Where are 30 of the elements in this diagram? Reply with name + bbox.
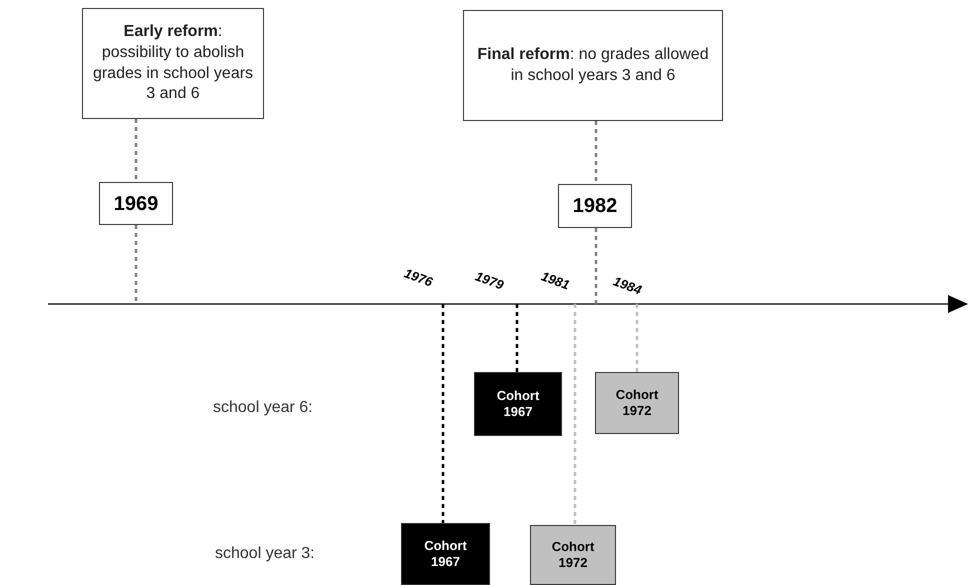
tick-year-label: 1984	[611, 274, 644, 298]
cohort-box	[530, 525, 616, 585]
cohort-label: Cohort 1972	[614, 387, 660, 419]
cohort-box	[401, 523, 490, 585]
tick-year-label: 1979	[473, 268, 506, 292]
dashed-connector	[442, 304, 444, 523]
dashed-connector	[134, 225, 138, 304]
row-label: school year 6:	[213, 399, 313, 417]
dashed-connector	[574, 304, 576, 525]
dashed-connector	[594, 121, 598, 184]
cohort-label: Cohort 1967	[496, 388, 540, 420]
tick-year-label: 1976	[402, 266, 435, 290]
tick-year-label: 1981	[539, 268, 572, 292]
row-label: school year 3:	[215, 545, 315, 563]
reform-note-box	[463, 10, 723, 121]
year-label: 1969	[114, 192, 158, 216]
dashed-connector	[516, 304, 518, 372]
cohort-label: Cohort 1972	[550, 539, 596, 571]
reform-note-box	[82, 8, 264, 119]
reform-description: Early reform: possibility to abolish grades in school years 3 and 6	[92, 22, 254, 104]
cohort-box	[595, 372, 679, 434]
year-box	[558, 184, 632, 228]
cohort-label: Cohort 1967	[423, 538, 468, 570]
year-label: 1982	[572, 194, 618, 218]
year-box	[99, 182, 173, 225]
dashed-connector	[636, 304, 638, 372]
dashed-connector	[594, 228, 598, 304]
dashed-connector	[134, 119, 138, 182]
reform-description: Final reform: no grades allowed in school years 3 and 6	[476, 44, 710, 86]
cohort-box	[474, 372, 562, 436]
